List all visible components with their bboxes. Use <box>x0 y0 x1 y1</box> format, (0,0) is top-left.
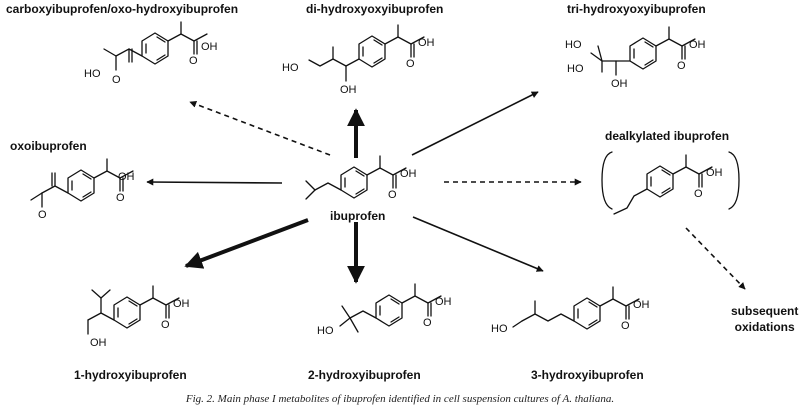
atom-ho: HO <box>567 63 584 75</box>
1-hydroxyibuprofen-structure <box>87 285 180 335</box>
atom-o: O <box>189 55 198 67</box>
arrow-to-3-hydroxyibuprofen <box>412 216 544 272</box>
label-subsequent-oxidations: subsequent oxidations <box>731 303 798 335</box>
atom-o: O <box>116 192 125 204</box>
atom-ho: HO <box>491 323 508 335</box>
atom-oh: OH <box>689 39 706 51</box>
arrow-to-1-hydroxyibuprofen <box>184 218 309 269</box>
atom-oh: OH <box>90 337 107 349</box>
atom-oh: OH <box>173 298 190 310</box>
arrow-to-tri-hydroxyoxyibuprofen <box>411 91 539 156</box>
atom-o: O <box>677 60 686 72</box>
arrow-to-oxoibuprofen <box>146 178 283 186</box>
label-carboxyibuprofen: carboxyibuprofen/oxo-hydroxyibuprofen <box>6 2 239 16</box>
atom-o: O <box>406 58 415 70</box>
atom-ho: HO <box>565 39 582 51</box>
atom-o: O <box>694 188 703 200</box>
reaction-arrows <box>146 91 746 290</box>
arrow-to-subsequent-oxidations <box>685 227 746 290</box>
atom-oh: OH <box>400 168 417 180</box>
label-oxoibuprofen: oxoibuprofen <box>10 139 87 153</box>
tri-hydroxyoxyibuprofen-structure <box>590 26 696 76</box>
carboxyibuprofen-structure <box>103 21 208 71</box>
label-3-hydroxyibuprofen: 3-hydroxyibuprofen <box>531 368 644 382</box>
label-subsequent-line2: oxidations <box>734 320 795 334</box>
atom-o: O <box>161 319 170 331</box>
atom-o: O <box>423 317 432 329</box>
label-subsequent-line1: subsequent <box>731 304 799 318</box>
atom-oh: OH <box>633 299 650 311</box>
atom-ho: HO <box>317 325 334 337</box>
dealkylated-ibuprofen-structure <box>601 151 740 215</box>
label-dealkylated-ibuprofen: dealkylated ibuprofen <box>605 129 730 143</box>
arrow-to-carboxyibuprofen <box>189 100 331 156</box>
label-1-hydroxyibuprofen: 1-hydroxyibuprofen <box>74 368 187 382</box>
label-2-hydroxyibuprofen: 2-hydroxyibuprofen <box>308 368 421 382</box>
atom-o: O <box>621 320 630 332</box>
atom-ho: HO <box>282 62 299 74</box>
atom-oh: OH <box>611 78 628 90</box>
2-hydroxyibuprofen-structure <box>339 283 442 333</box>
atom-oh: OH <box>201 41 218 53</box>
atom-oh: OH <box>418 37 435 49</box>
atom-oh: OH <box>435 296 452 308</box>
atom-oh: OH <box>706 167 723 179</box>
ibuprofen-structure <box>305 155 407 200</box>
atom-o: O <box>388 189 397 201</box>
atom-o: O <box>38 209 47 221</box>
label-di-hydroxyoxyibuprofen: di-hydroxyoxyibuprofen <box>306 2 444 16</box>
label-ibuprofen: ibuprofen <box>330 209 386 223</box>
oxoibuprofen-structure <box>30 158 134 208</box>
atom-labels: OH O HO O OH O HO OH OH O HO HO OH OH O … <box>38 37 723 349</box>
di-hydroxyoxyibuprofen-structure <box>308 24 425 82</box>
atom-oh: OH <box>340 84 357 96</box>
atom-o: O <box>112 74 121 86</box>
figure-caption: Fig. 2. Main phase I metabolites of ibup… <box>185 393 615 405</box>
label-tri-hydroxyoxyibuprofen: tri-hydroxyoxyibuprofen <box>567 2 706 16</box>
3-hydroxyibuprofen-structure <box>512 286 640 330</box>
atom-oh: OH <box>118 171 135 183</box>
atom-ho: HO <box>84 68 101 80</box>
